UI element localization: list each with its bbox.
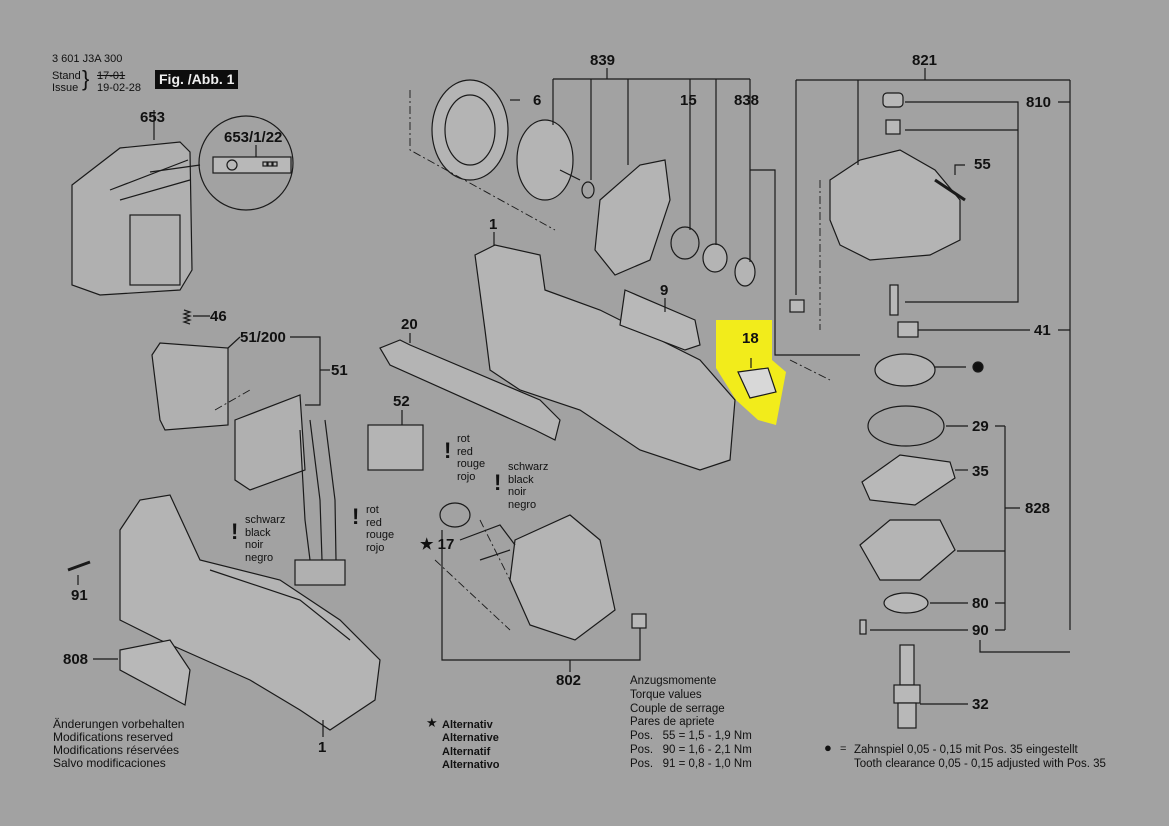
wire-note-black-motor: schwarz black noir negro [508,461,549,511]
part-label-828: 828 [1025,500,1051,517]
warning-icon: ! [231,519,239,544]
wire-note-black-left: schwarz black noir negro [245,514,286,564]
dot-icon: ● [824,740,832,755]
star-icon: ★ [426,715,438,730]
part-label-51-200: 51/200 [240,329,286,346]
main-housing-drawing [474,232,736,471]
part-label-29: 29 [972,418,989,435]
equals-sign: = [840,743,847,755]
part-label-91: 91 [71,587,88,604]
part-label-6: 6 [533,92,542,109]
part-label-808: 808 [63,651,89,668]
torque-row: Pos. 91 = 0,8 - 1,0 Nm [630,757,752,770]
part-label-17: ★ 17 [420,536,455,553]
part-label-802: 802 [556,672,582,689]
part-label-839: 839 [590,52,616,69]
part-label-51: 51 [331,362,348,379]
issue-label: Issue [52,82,79,94]
rear-housing-drawing [93,494,381,737]
part-label-41: 41 [1034,322,1051,339]
part-label-810: 810 [1026,94,1052,111]
brace-symbol: } [82,66,90,91]
part-label-80: 80 [972,595,989,612]
wire-note-red-motor: rot red rouge rojo [457,433,486,483]
part-label-32: 32 [972,696,989,713]
part-label-653: 653 [140,109,166,126]
part-label-1-top: 1 [489,216,498,233]
warning-icon: ! [444,438,452,463]
tooth-clearance-note: Zahnspiel 0,05 - 0,15 mit Pos. 35 einges… [854,744,1106,770]
part-label-821: 821 [912,52,938,69]
modifications-note: Änderungen vorbehalten Modifications res… [53,717,185,770]
part-number: 3 601 J3A 300 [52,53,123,65]
figure-label: Fig. /Abb. 1 [155,70,239,89]
part-label-35: 35 [972,463,989,480]
part-label-838: 838 [734,92,760,109]
part-label-46: 46 [210,308,227,325]
stand-label: Stand [52,70,81,82]
part-label-52: 52 [393,393,410,410]
part-label-653-1-22: 653/1/22 [224,129,283,146]
old-date: 17-01 [97,70,126,82]
part-label-20: 20 [401,316,418,333]
battery-pack-drawing [71,110,193,296]
warning-icon: ! [352,504,360,529]
part-label-90: 90 [972,622,989,639]
alternative-legend: Alternativ Alternative Alternatif Altern… [442,719,500,771]
wire-note-red-switch: rot red rouge rojo [366,504,395,554]
issue-date: 19-02-28 [97,82,142,94]
part-label-18[interactable]: 18 [742,330,759,347]
torque-row: Pos. 90 = 1,6 - 2,1 Nm [630,743,752,756]
part-label-1-bottom: 1 [318,739,327,756]
part-label-15: 15 [680,92,697,109]
star-icon: ★ [420,536,434,553]
motor-drawing [439,502,647,672]
torque-values: Anzugsmomente Torque values Couple de se… [630,675,752,770]
part-label-55: 55 [974,156,991,173]
torque-row: Pos. 55 = 1,5 - 1,9 Nm [630,730,752,743]
part-label-9: 9 [660,282,669,299]
warning-icon: ! [494,470,502,495]
